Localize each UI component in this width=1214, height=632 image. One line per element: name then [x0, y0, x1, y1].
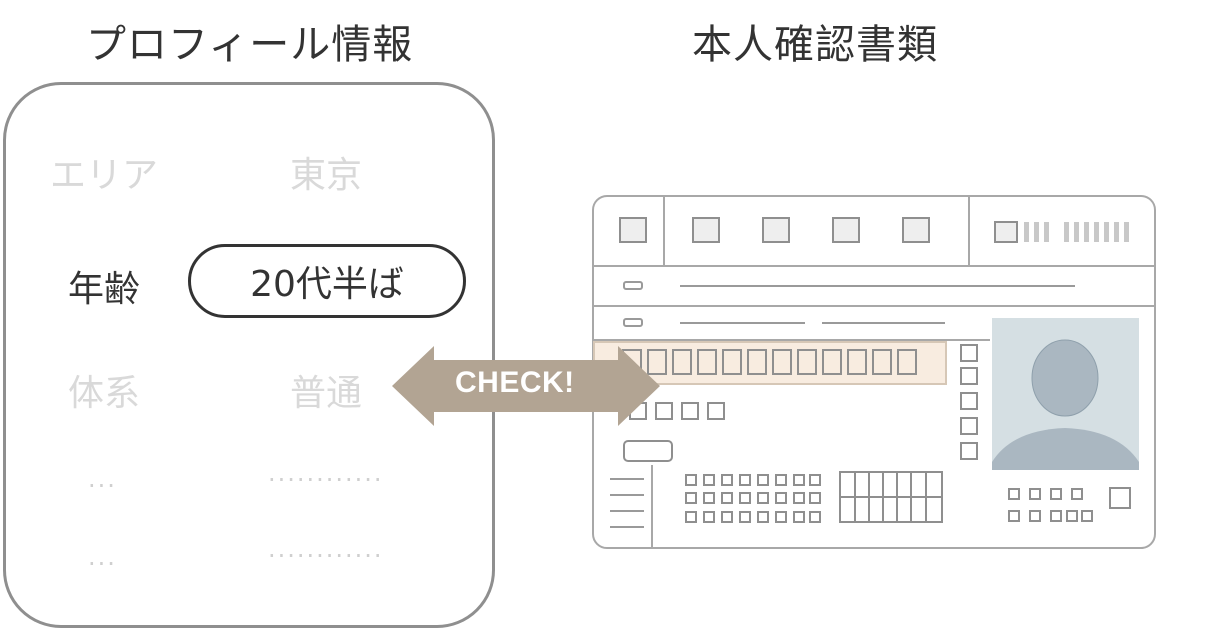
document-title: 本人確認書類: [692, 22, 938, 68]
ellipsis-label-1: ···: [88, 472, 117, 500]
age-value-pill: 20代半ば: [188, 244, 466, 318]
card-box: [832, 217, 860, 243]
profile-card: [3, 82, 495, 628]
body-type-label: 体系: [68, 373, 141, 414]
check-label: CHECK!: [455, 366, 575, 399]
ellipsis-label-2: ···: [88, 550, 117, 578]
age-value: 20代半ば: [250, 264, 404, 305]
area-value: 東京: [290, 155, 363, 196]
ellipsis-value-1: ············: [268, 466, 384, 494]
ellipsis-value-2: ············: [268, 542, 384, 570]
photo-head: [1031, 339, 1099, 417]
card-box: [994, 221, 1018, 243]
photo-body: [992, 428, 1139, 470]
card-box: [619, 217, 647, 243]
profile-title: プロフィール情報: [86, 22, 414, 68]
card-box: [902, 217, 930, 243]
body-type-value: 普通: [290, 373, 363, 414]
check-arrow: [392, 346, 660, 426]
age-label: 年齢: [68, 269, 141, 310]
card-box: [692, 217, 720, 243]
card-box: [762, 217, 790, 243]
area-label: エリア: [50, 155, 159, 196]
